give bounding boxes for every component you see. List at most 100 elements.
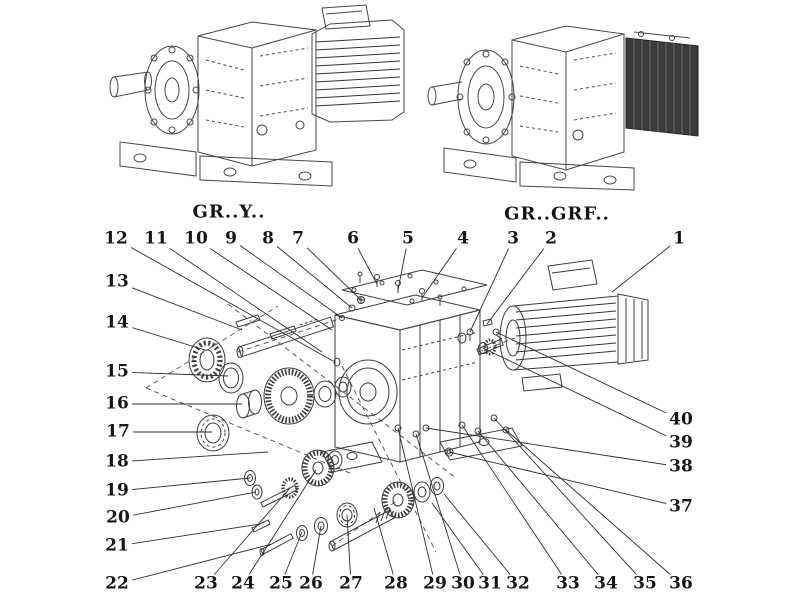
part-callout-11: 11: [141, 229, 171, 249]
leader-line-30: [415, 433, 464, 585]
intermediate-key: [251, 519, 271, 533]
leader-line-11: [155, 238, 323, 353]
part-callout-4: 4: [454, 229, 472, 249]
leader-line-3: [469, 238, 514, 333]
part-callout-2: 2: [542, 229, 560, 249]
variant-label-gr-grf: GR..GRF..: [504, 203, 610, 225]
housing-bolts: [394, 414, 510, 457]
gr-y-front-boss: [144, 45, 200, 135]
part-callout-31: 31: [475, 574, 505, 594]
gr-grf-finned-block: [625, 31, 699, 137]
part-callout-10: 10: [181, 229, 211, 249]
part-callout-3: 3: [504, 229, 522, 249]
part-callout-38: 38: [666, 457, 696, 477]
gr-y-terminal-box: [321, 4, 371, 30]
leader-line-37: [448, 451, 682, 508]
leader-line-9: [230, 238, 343, 319]
output-shaft: [236, 316, 335, 358]
leader-line-34: [477, 430, 607, 585]
leader-line-40: [495, 331, 682, 421]
cover-plate: [341, 269, 488, 306]
pinion-shaft-group: [296, 477, 444, 552]
part-callout-20: 20: [103, 508, 133, 528]
leader-line-1: [611, 238, 680, 293]
leader-line-19: [116, 477, 251, 492]
part-callout-22: 22: [102, 574, 132, 594]
leader-line-15: [116, 371, 229, 377]
leader-line-29: [397, 427, 436, 585]
motor-foot: [521, 373, 563, 392]
leader-line-35: [493, 417, 646, 585]
intermediate-gear-group: [244, 449, 343, 556]
part-callout-17: 17: [103, 422, 133, 442]
part-callout-18: 18: [102, 452, 132, 472]
input-pinion-group: [457, 318, 504, 356]
part-callout-37: 37: [666, 497, 696, 517]
gr-y-feet: [119, 141, 333, 187]
part-callout-36: 36: [666, 574, 696, 594]
leader-line-28: [373, 507, 397, 585]
part-callout-8: 8: [259, 229, 277, 249]
leader-line-12: [115, 238, 334, 362]
gr-grf-assembly-drawing: [427, 25, 699, 191]
part-callout-33: 33: [553, 574, 583, 594]
gear-housing-block: [333, 294, 481, 463]
gr-grf-feet: [443, 147, 635, 191]
leader-lines: [115, 238, 682, 585]
variant-label-gr-y: GR..Y..: [192, 201, 266, 223]
knurled-ring: [188, 337, 226, 383]
part-callout-29: 29: [420, 574, 450, 594]
gr-y-motor: [311, 4, 405, 123]
part-callout-7: 7: [289, 229, 307, 249]
part-callout-21: 21: [102, 536, 132, 556]
exploded-view-drawing: [145, 259, 649, 556]
part-callout-28: 28: [381, 574, 411, 594]
spacer-sleeve: [236, 389, 262, 419]
leader-line-32: [443, 493, 519, 585]
gr-y-assembly-drawing: [109, 4, 405, 187]
output-gear: [263, 367, 315, 425]
part-callout-9: 9: [222, 229, 240, 249]
part-callout-39: 39: [666, 433, 696, 453]
leader-line-36: [505, 429, 682, 585]
leader-line-4: [421, 238, 464, 299]
part-callout-14: 14: [102, 313, 132, 333]
leader-line-20: [117, 491, 257, 519]
housing-feet: [321, 427, 523, 473]
leader-line-10: [195, 238, 333, 331]
part-callout-5: 5: [399, 229, 417, 249]
leader-line-33: [461, 424, 569, 585]
leader-line-18: [116, 451, 269, 463]
part-callout-24: 24: [228, 574, 258, 594]
part-callout-19: 19: [102, 481, 132, 501]
motor: [499, 259, 649, 392]
shaft-key-large: [269, 325, 297, 340]
leader-line-27: [346, 514, 352, 585]
gr-grf-gear-housing: [511, 25, 625, 171]
leader-line-13: [116, 281, 243, 331]
part-callout-1: 1: [670, 229, 688, 249]
small-bearing: [313, 376, 352, 408]
part-callout-30: 30: [448, 574, 478, 594]
gr-y-gear-housing: [197, 21, 317, 167]
leader-line-39: [482, 347, 682, 444]
part-callout-40: 40: [666, 410, 696, 430]
leader-line-24: [242, 469, 317, 585]
part-callout-25: 25: [266, 574, 296, 594]
construction-lines: [145, 303, 516, 553]
part-callout-35: 35: [630, 574, 660, 594]
part-callout-6: 6: [344, 229, 362, 249]
gr-grf-flange: [456, 49, 516, 145]
motor-terminal-box: [547, 259, 598, 291]
part-callout-13: 13: [102, 272, 132, 292]
leader-line-2: [486, 238, 552, 325]
part-callout-12: 12: [101, 229, 131, 249]
oil-seal: [218, 362, 244, 394]
part-callout-34: 34: [591, 574, 621, 594]
part-callout-23: 23: [191, 574, 221, 594]
gr-y-shaft-end: [109, 76, 119, 98]
leader-line-8: [267, 238, 353, 309]
leader-line-26: [310, 525, 322, 585]
